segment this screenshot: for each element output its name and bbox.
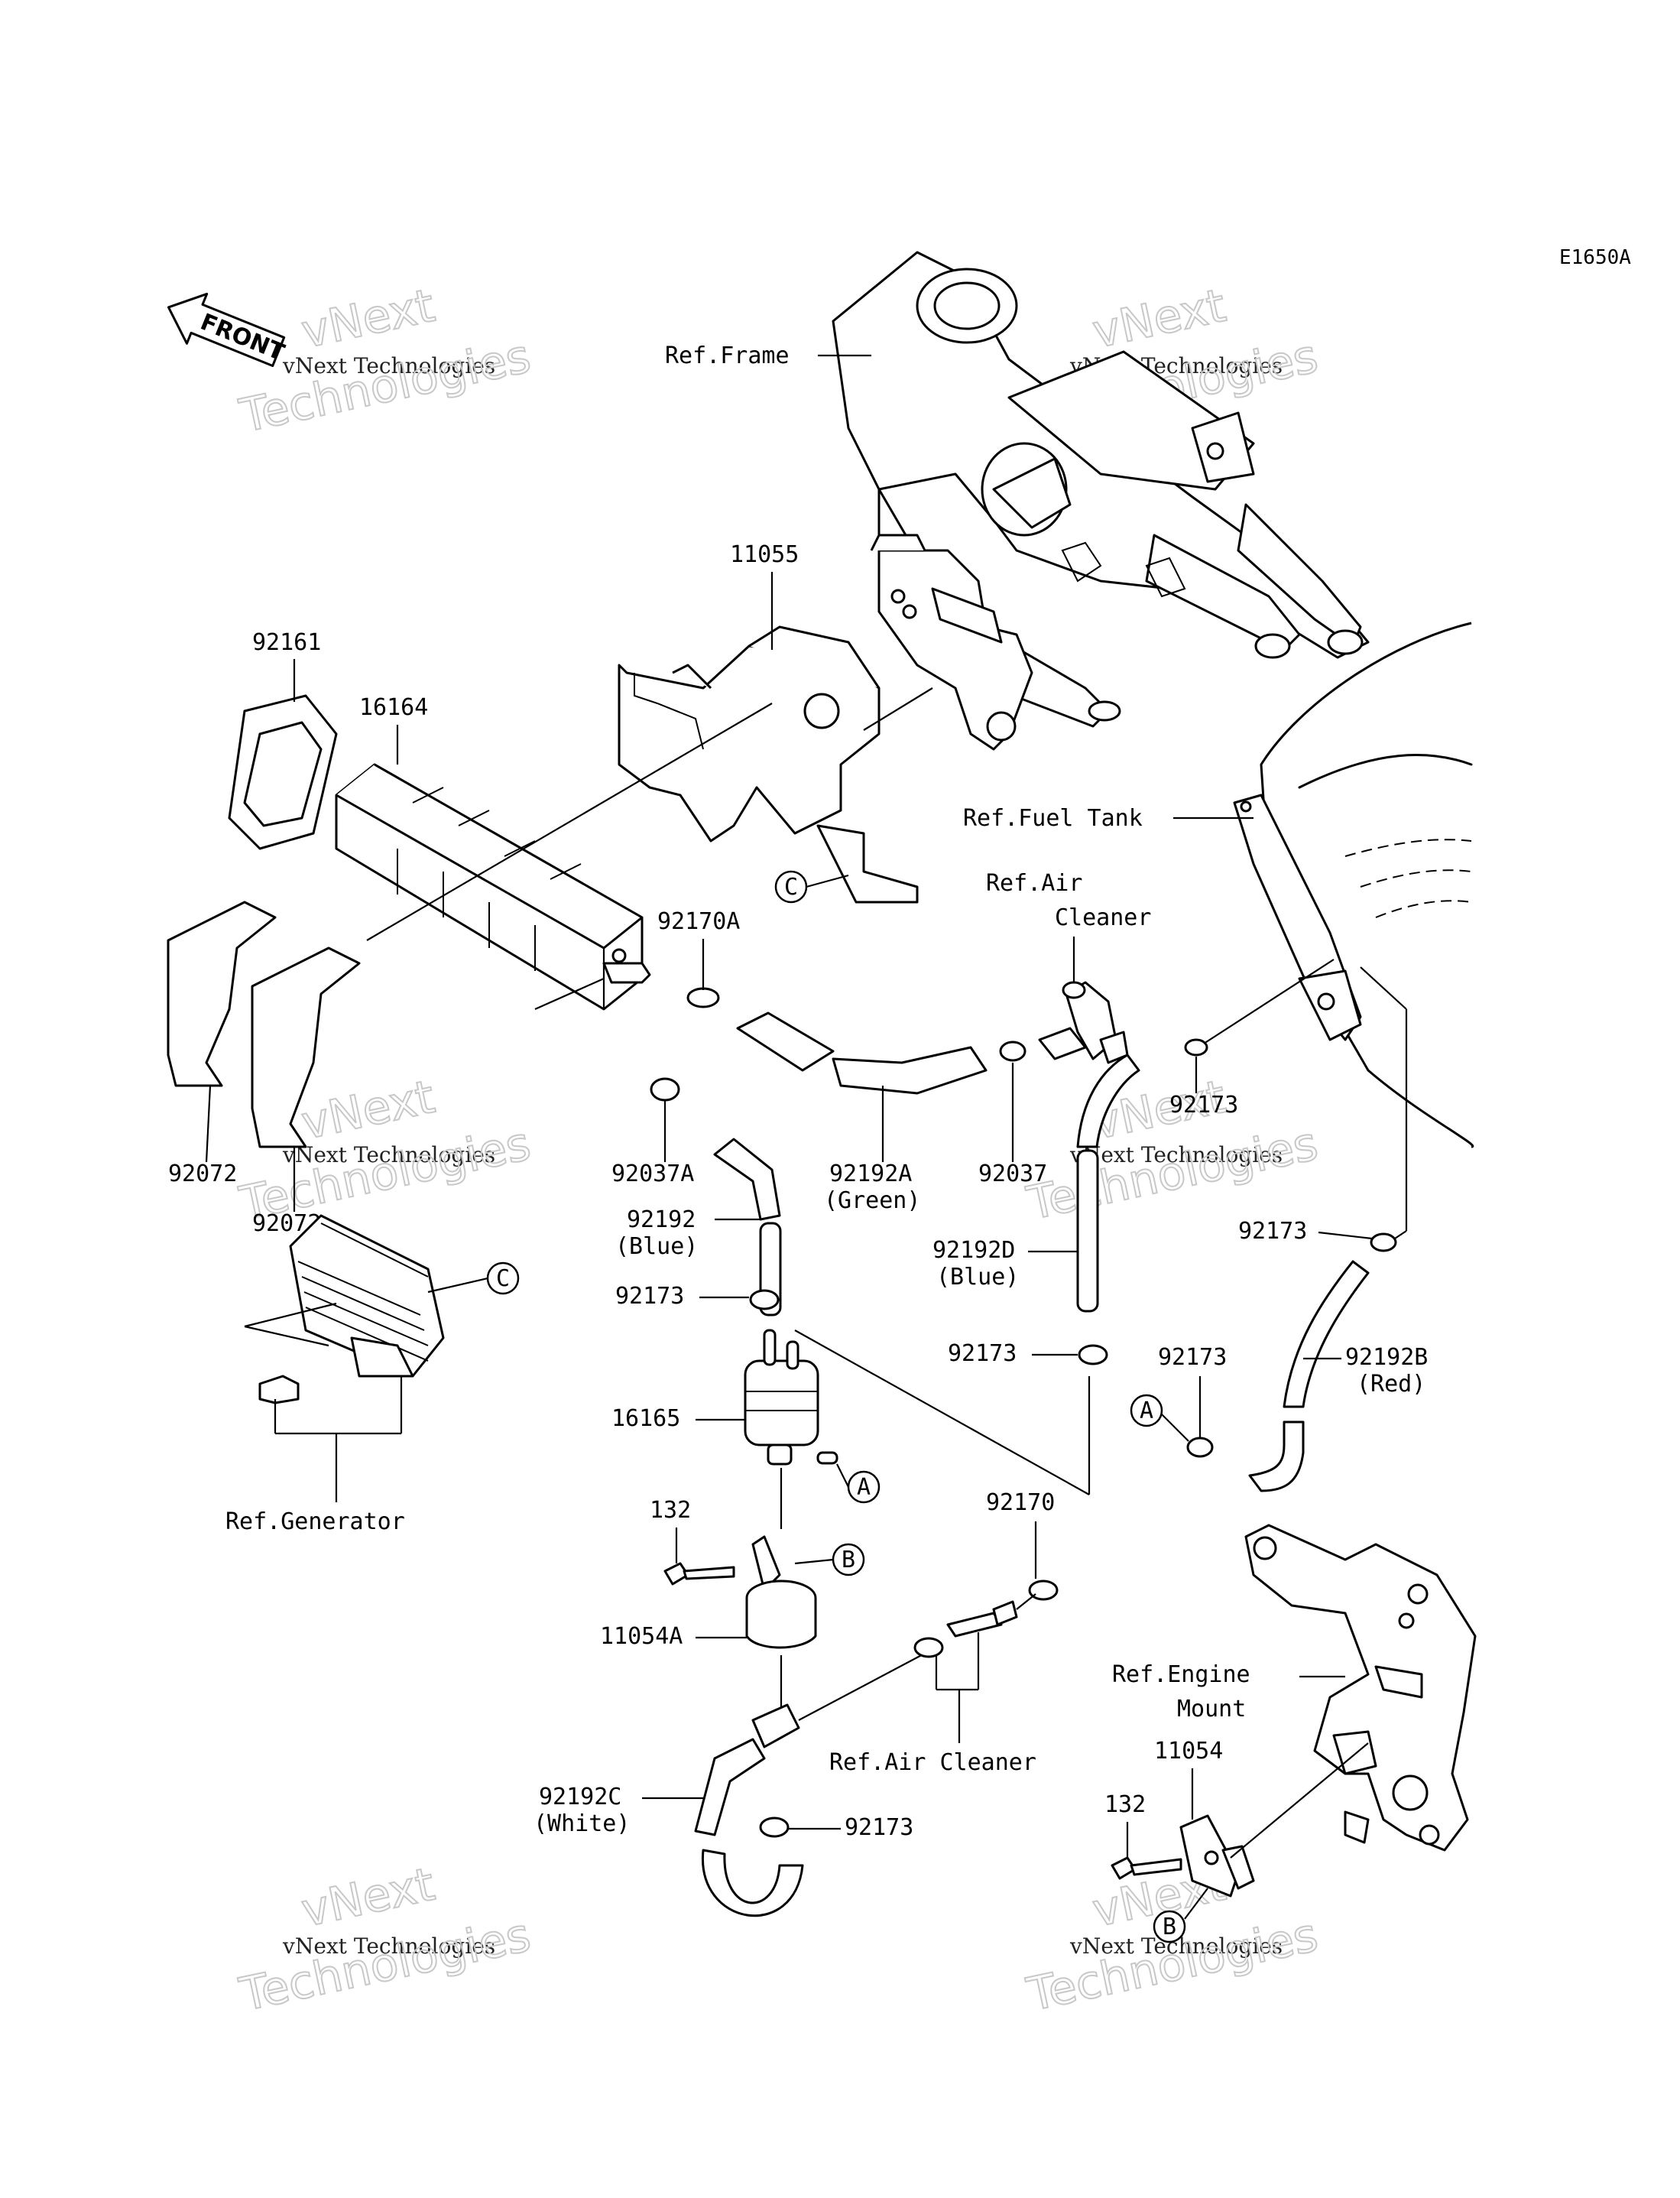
bracket-11054-drawing [1179, 1814, 1255, 1898]
part-92192b-color: (Red) [1357, 1371, 1425, 1398]
fuel-filter-16165-drawing [744, 1329, 838, 1466]
svg-text:vNext Technologies: vNext Technologies [282, 353, 495, 378]
part-92173-a: 92173 [1169, 1092, 1238, 1118]
hose-92192c-drawing [694, 1703, 804, 1917]
ref-generator-label: Ref.Generator [225, 1508, 405, 1535]
marker-a-right [1130, 1394, 1163, 1427]
clamp-92173-e-icon [1186, 1437, 1214, 1458]
marker-c-regulator-text: C [496, 1265, 510, 1292]
part-92072-a: 92072 [168, 1161, 237, 1187]
part-92192-color: (Blue) [615, 1233, 698, 1260]
svg-text:vNext Technologies: vNext Technologies [282, 1142, 495, 1167]
ref-fuel-tank-label: Ref.Fuel Tank [963, 805, 1143, 832]
watermark-bottom-left: vNext vNext Technologies Technologies [235, 1857, 537, 2023]
ref-frame-label: Ref.Frame [665, 343, 790, 369]
svg-text:vNext: vNext [297, 279, 439, 359]
clamp-92173-f-icon [759, 1817, 790, 1838]
ref-air-cleaner-top-2: Cleaner [1055, 904, 1151, 931]
part-92192: 92192 [627, 1206, 696, 1233]
part-92170: 92170 [986, 1489, 1055, 1516]
part-92192c: 92192C [539, 1784, 621, 1810]
part-92192d-color: (Blue) [936, 1264, 1019, 1291]
marker-b-bracket-text: B [842, 1547, 855, 1573]
part-16165: 16165 [611, 1405, 680, 1432]
pad-92161-drawing [228, 694, 338, 850]
svg-text:vNext Technologies: vNext Technologies [1069, 1142, 1283, 1167]
ref-air-cleaner-top-1: Ref.Air [986, 870, 1082, 897]
part-92161: 92161 [252, 629, 321, 656]
canister-16164-drawing [335, 763, 651, 1011]
clamp-92037-icon [999, 1041, 1026, 1062]
part-92173-d: 92173 [1238, 1218, 1307, 1245]
part-92192d: 92192D [932, 1237, 1015, 1264]
part-92173-b: 92173 [615, 1283, 684, 1310]
clamp-92170-icon [1028, 1580, 1059, 1601]
regulator-drawing [258, 1214, 445, 1404]
svg-text:vNext: vNext [297, 1858, 439, 1938]
svg-text:Technologies: Technologies [235, 1908, 536, 2022]
clamp-92173-b-icon [749, 1289, 780, 1310]
part-92192c-color: (White) [534, 1810, 630, 1837]
clamp-92170a-icon [686, 987, 720, 1008]
part-92192a-color: (Green) [824, 1187, 920, 1214]
part-132-b: 132 [1104, 1791, 1146, 1818]
part-16164: 16164 [359, 694, 428, 721]
marker-a-filter-text: A [857, 1474, 871, 1501]
marker-a-right-text: A [1140, 1398, 1153, 1424]
ref-air-cleaner-bottom: Ref.Air Cleaner [829, 1749, 1036, 1776]
part-92173-e: 92173 [1158, 1344, 1227, 1371]
part-92037: 92037 [978, 1161, 1047, 1187]
svg-text:vNext: vNext [1088, 279, 1231, 359]
part-132-a: 132 [650, 1497, 691, 1524]
clamp-92173-a-icon [1184, 1038, 1208, 1057]
svg-text:vNext Technologies: vNext Technologies [282, 1933, 495, 1959]
frame-drawing [832, 251, 1370, 751]
part-92173-c: 92173 [948, 1340, 1017, 1367]
part-92170a: 92170A [657, 908, 740, 935]
part-92192b: 92192B [1345, 1344, 1428, 1371]
air-cleaner-fitting-bottom-drawing [913, 1600, 1018, 1658]
clamp-92173-c-icon [1078, 1344, 1108, 1365]
part-92192a: 92192A [829, 1161, 912, 1187]
hose-92192a-drawing [736, 1011, 988, 1095]
strap-92072-drawing [167, 901, 361, 1148]
clamp-92037a-icon [650, 1077, 680, 1102]
bolt-132-a-icon [663, 1562, 735, 1586]
bracket-11055-drawing [618, 625, 919, 904]
marker-b-right-text: B [1163, 1914, 1176, 1940]
ref-engine-mount-2: Mount [1177, 1696, 1246, 1722]
bolt-132-b-icon [1111, 1856, 1182, 1880]
part-92037a: 92037A [611, 1161, 694, 1187]
clamp-92173-d-icon [1370, 1232, 1397, 1252]
ref-engine-mount-1: Ref.Engine [1112, 1661, 1250, 1688]
diagram-code: E1650A [1559, 246, 1631, 269]
engine-mount-drawing [1244, 1524, 1477, 1852]
bracket-11054a-drawing [745, 1535, 817, 1649]
hose-92192-drawing [713, 1138, 782, 1317]
part-11054: 11054 [1154, 1738, 1223, 1765]
svg-text:vNext: vNext [297, 1070, 439, 1151]
front-arrow-icon: FRONT [167, 292, 288, 368]
front-label: FRONT [196, 309, 288, 367]
hose-92192d-drawing [1076, 1054, 1140, 1313]
fuel-tank-drawing [1233, 622, 1474, 1148]
hose-92192b-drawing [1248, 1260, 1370, 1492]
air-cleaner-fitting-drawing [1038, 981, 1129, 1064]
part-11055: 11055 [730, 541, 799, 568]
watermark-top-left: vNext vNext Technologies Technologies [235, 278, 537, 444]
part-11054a: 11054A [600, 1623, 683, 1650]
marker-c-bracket-text: C [784, 874, 798, 901]
part-92173-f: 92173 [845, 1814, 913, 1841]
marker-b-right [1153, 1910, 1186, 1943]
